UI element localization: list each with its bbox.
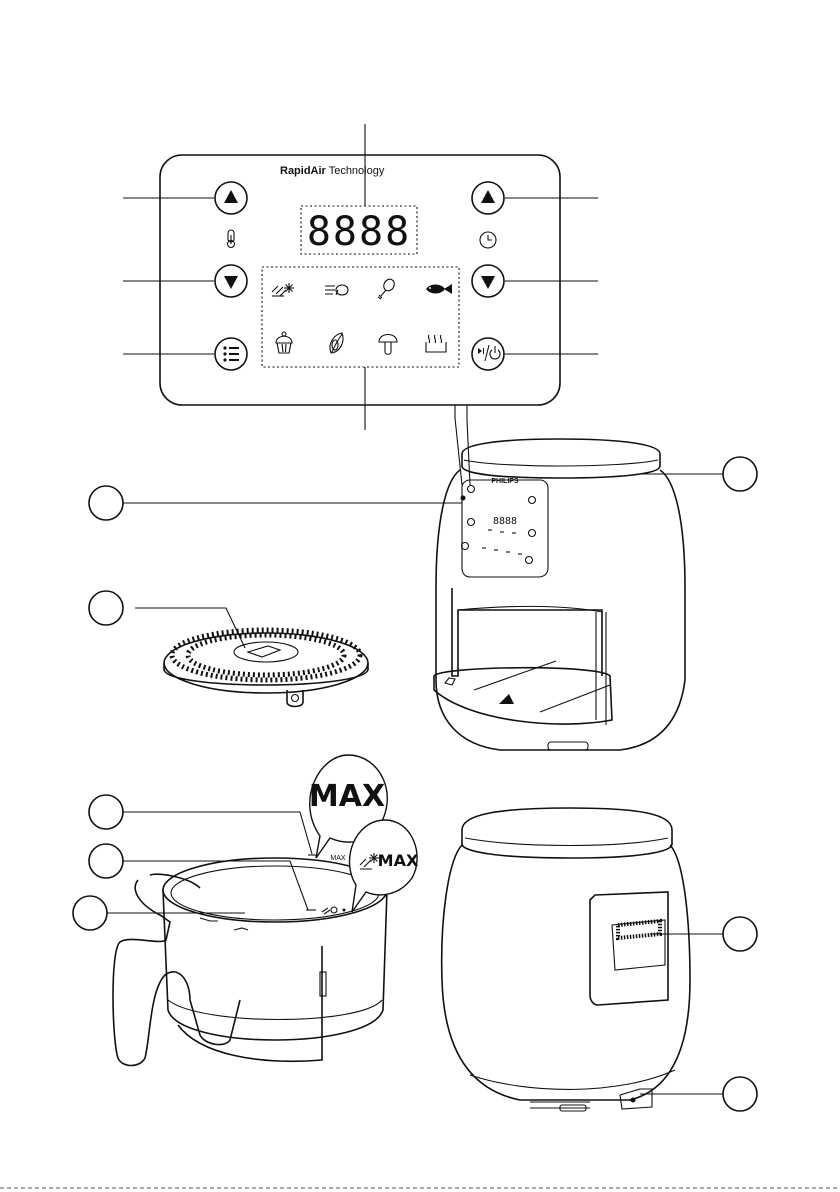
callout-control-panel: [89, 486, 123, 520]
control-panel: RapidAir Technology 8888: [123, 124, 598, 485]
fish-icon[interactable]: [426, 284, 452, 294]
callout-lid: [723, 457, 757, 491]
pan-cavity: [452, 588, 602, 676]
menu-button[interactable]: [215, 338, 247, 370]
thermometer-icon: [228, 230, 235, 248]
drumstick-icon[interactable]: [378, 277, 396, 299]
leader-max-frozen-mark: [123, 861, 308, 910]
lid: [462, 439, 660, 478]
mushroom-icon[interactable]: [379, 335, 397, 355]
callout-max-mark: [89, 795, 123, 829]
basket-max-mark-small: MAX: [330, 855, 346, 862]
mini-display: 8888: [493, 516, 517, 527]
callout-accessory: [89, 591, 123, 625]
frozen-fries-icon[interactable]: [272, 283, 294, 296]
callout-basket: [73, 896, 107, 930]
basket: MAX: [113, 855, 387, 1066]
triangle-up-icon: [224, 190, 238, 203]
divider-accessory: [135, 608, 368, 707]
air-fryer-rear: [442, 808, 690, 1111]
triangle-up-icon: [481, 190, 495, 203]
display-digits: 8888: [307, 209, 411, 255]
triangle-down-icon: [481, 276, 495, 289]
play-pause-power-icon: [478, 345, 500, 361]
drawer-tray: [434, 668, 612, 724]
time-up-button[interactable]: [472, 182, 504, 214]
rear-housing: [442, 845, 690, 1100]
panel-brand-bold: RapidAir: [280, 165, 327, 177]
clock-icon: [480, 232, 496, 248]
leader-max-mark: [123, 812, 312, 854]
appliance-brand: PHILIPS: [491, 478, 519, 485]
max-frozen-callout-label: MAX: [378, 851, 419, 870]
rear-lid: [462, 808, 672, 858]
vegetable-icon[interactable]: [330, 333, 343, 353]
rear-handle-slot: [590, 892, 668, 1005]
callout-max-frozen-mark: [89, 844, 123, 878]
time-down-button[interactable]: [472, 265, 504, 297]
keep-warm-icon[interactable]: [426, 335, 446, 352]
play-pause-power-button[interactable]: [472, 338, 504, 370]
max-callout-label: MAX: [309, 779, 385, 814]
callout-cord-storage: [723, 1077, 757, 1111]
temperature-up-button[interactable]: [215, 182, 247, 214]
front-panel: [462, 480, 548, 577]
temperature-down-button[interactable]: [215, 265, 247, 297]
basket-handle: [113, 880, 240, 1066]
panel-brand: RapidAir Technology: [280, 165, 385, 177]
leader-panel-zoom-right: [467, 405, 470, 485]
panel-brand-rest: Technology: [326, 165, 385, 177]
triangle-down-icon: [224, 276, 238, 289]
cupcake-icon[interactable]: [276, 332, 292, 353]
frozen-snacks-icon[interactable]: [325, 285, 348, 295]
callout-rear-handle: [723, 917, 757, 951]
menu-list-icon: [223, 346, 239, 361]
air-fryer-front: PHILIPS 8888: [434, 439, 685, 750]
